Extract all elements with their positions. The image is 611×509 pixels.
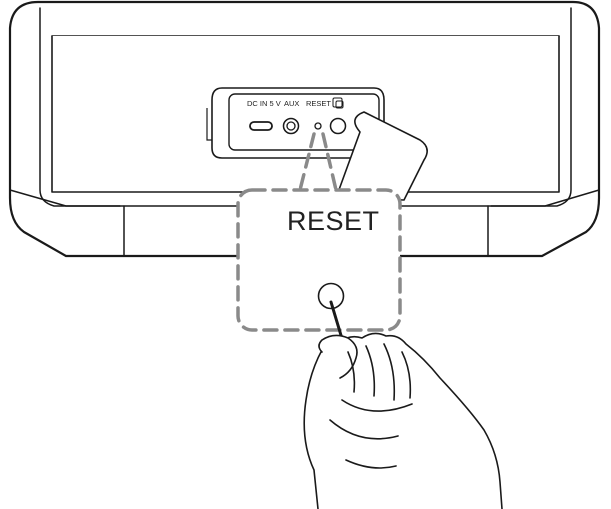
aux-label: AUX [284,99,299,108]
aux-jack-hole [286,121,296,131]
hand-finger-line-4 [401,351,412,399]
hand-palm-line [329,419,399,440]
callout-connector-left [298,132,316,192]
reset-label: RESET [306,99,331,108]
callout-reset-hole [317,282,345,310]
bluetooth-pair-icon [332,97,344,109]
hand-wrist-line [345,459,397,469]
usb-c-port [249,121,273,131]
pairing-button [329,117,347,135]
callout-box [236,188,402,332]
port-cover-flap [335,111,428,201]
callout-connector-right [321,132,338,192]
port-cover-hinge-inner [206,108,212,141]
speaker-bottom-chamfer-left [9,189,125,257]
hand-finger-line-3 [383,343,396,401]
hand-knuckle-line [341,399,413,412]
callout-reset-label: RESET [287,206,380,236]
reset-hole [314,122,322,130]
speaker-bottom-chamfer-right [487,189,600,257]
dc-in-label: DC IN 5 V [247,99,281,108]
hand-finger-line-1 [347,351,356,393]
reset-callout [236,132,402,332]
hand-icon [303,332,503,509]
hand-finger-line-2 [365,345,376,397]
